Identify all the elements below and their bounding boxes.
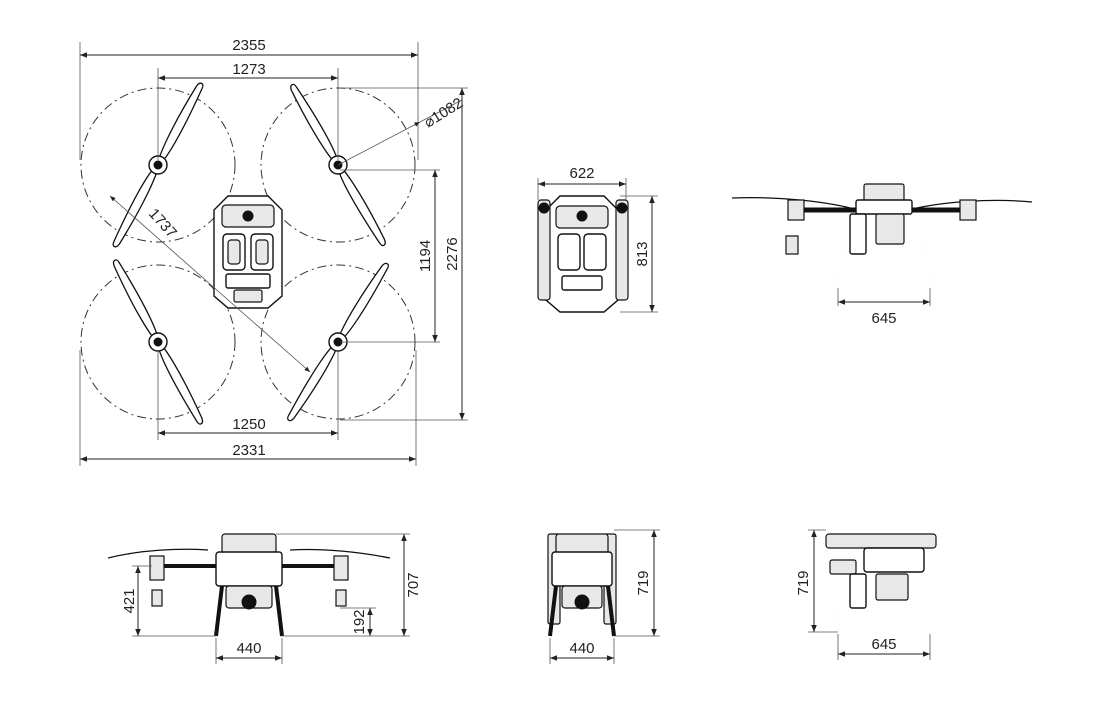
dim-diagonal: 1737 xyxy=(145,205,180,241)
dim-folded-depth: 813 xyxy=(634,241,651,266)
blade xyxy=(287,81,343,168)
blade xyxy=(109,162,163,250)
dim-folded-side-gear: 645 xyxy=(871,636,896,653)
motor-hub xyxy=(148,332,168,352)
dim-bottom-width-overall: 2331 xyxy=(232,442,265,459)
front-view: 421 192 707 440 xyxy=(107,533,422,664)
blade xyxy=(333,162,389,249)
dim-top-motor-span: 1273 xyxy=(232,61,265,78)
blade xyxy=(333,260,392,346)
dim-top-width-overall: 2355 xyxy=(232,37,265,54)
blade xyxy=(153,80,207,168)
drone-body xyxy=(213,195,283,309)
dim-folded-front-height: 719 xyxy=(635,570,652,595)
dim-height-overall: 2276 xyxy=(444,237,461,270)
blade xyxy=(153,339,207,427)
blade xyxy=(284,338,343,424)
dim-folded-side-height: 719 xyxy=(795,570,812,595)
folded-side-view: 719 645 xyxy=(795,529,937,660)
dim-bottom-motor-span: 1250 xyxy=(232,416,265,433)
dim-front-gear-width: 440 xyxy=(236,640,261,657)
top-view: 2355 1273 ⌀1082 1737 1194 2276 1250 2331 xyxy=(79,37,468,466)
dim-side-landing-gear: 645 xyxy=(871,310,896,327)
dim-folded-width: 622 xyxy=(569,165,594,182)
dim-front-ground-clearance: 192 xyxy=(351,609,368,634)
dim-height-motor-span: 1194 xyxy=(417,240,434,272)
dim-folded-front-gear: 440 xyxy=(569,640,594,657)
dim-line-1737 xyxy=(109,195,311,373)
dim-front-height: 707 xyxy=(405,572,422,597)
folded-top-view: 622 813 xyxy=(537,165,658,313)
folded-front-view: 719 440 xyxy=(547,529,660,664)
dim-rotor-diameter: ⌀1082 xyxy=(421,95,466,132)
dim-front-prop-height: 421 xyxy=(121,588,138,613)
blade xyxy=(109,257,163,345)
side-view: 645 xyxy=(731,183,1033,327)
